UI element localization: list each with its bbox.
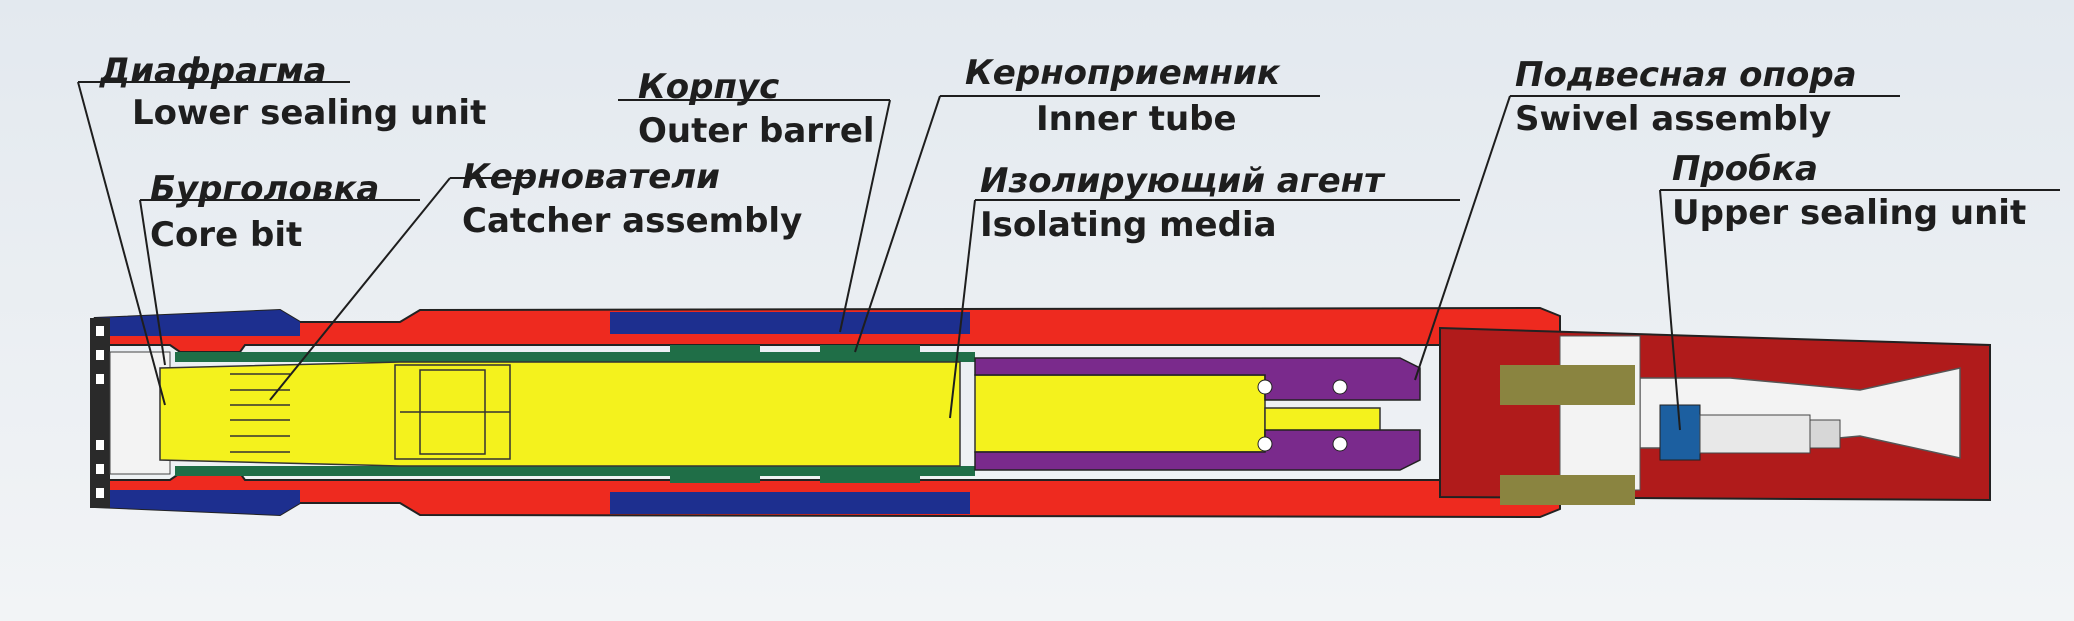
label-plug-ru: Пробка bbox=[1672, 149, 1818, 189]
label-outer-barrel-ru: Корпус bbox=[638, 67, 780, 107]
label-isolating-en: Isolating media bbox=[980, 205, 1277, 245]
top-sub bbox=[1439, 326, 1991, 502]
isolating-media bbox=[159, 361, 1381, 467]
swivel-assembly bbox=[974, 357, 1421, 471]
label-diaphragm-en: Lower sealing unit bbox=[132, 93, 487, 133]
leader-lines bbox=[77, 81, 2060, 431]
label-swivel-en: Swivel assembly bbox=[1515, 99, 1832, 139]
label-catcher-en: Catcher assembly bbox=[462, 201, 803, 241]
label-diaphragm-ru: Диафрагма bbox=[100, 51, 327, 91]
label-inner-tube-en: Inner tube bbox=[1036, 99, 1237, 139]
label-core-bit-ru: Бурголовка bbox=[150, 169, 380, 209]
label-inner-tube-ru: Керноприемник bbox=[965, 53, 1280, 93]
label-outer-barrel-en: Outer barrel bbox=[638, 111, 875, 151]
label-plug-en: Upper sealing unit bbox=[1672, 193, 2027, 233]
label-core-bit-en: Core bit bbox=[150, 215, 303, 255]
inner-tube bbox=[175, 345, 975, 483]
upper-sealing-plug bbox=[1500, 365, 1841, 505]
catcher-assembly bbox=[230, 364, 511, 460]
label-swivel-ru: Подвесная опора bbox=[1515, 55, 1857, 95]
label-catcher-ru: Кернователи bbox=[462, 157, 720, 197]
label-isolating-ru: Изолирующий агент bbox=[980, 161, 1384, 201]
